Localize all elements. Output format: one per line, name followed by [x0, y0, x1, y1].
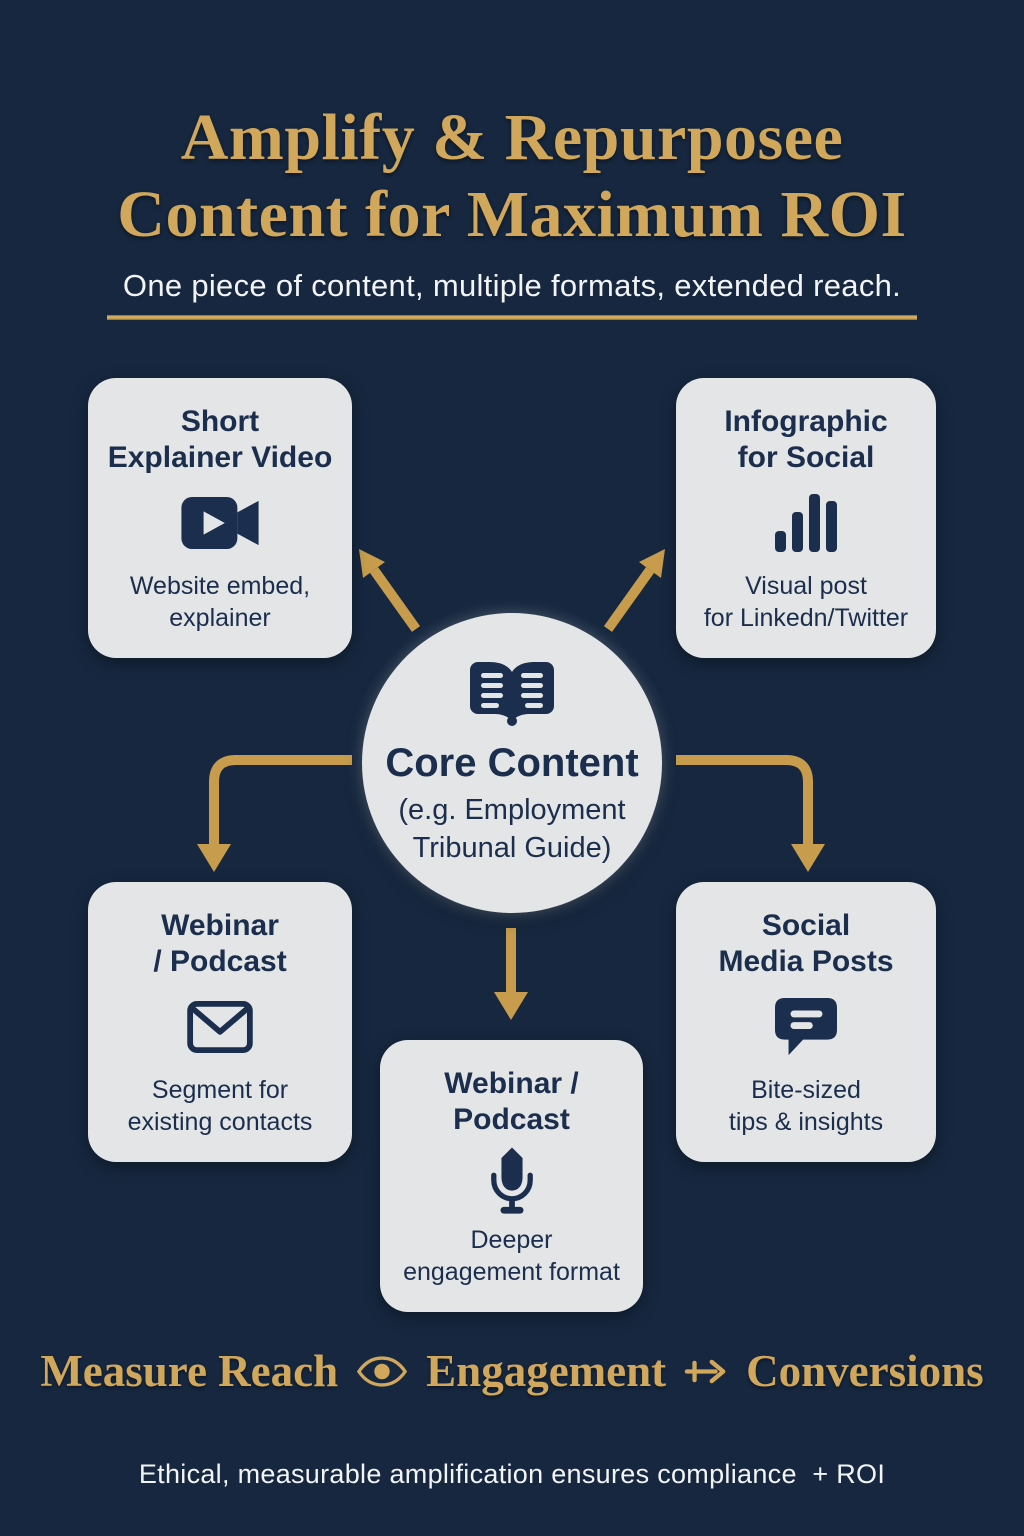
card-caption: Visual post for Linkedn/Twitter — [703, 572, 909, 632]
card-caption: Website embed, explainer — [129, 572, 311, 632]
page-subtitle: One piece of content, multiple formats, … — [122, 268, 902, 303]
metric-conversions: Conversions — [746, 1346, 984, 1396]
envelope-icon — [187, 1001, 253, 1053]
card-title: Infographic for Social — [724, 405, 888, 474]
card-title: Webinar / Podcast — [444, 1067, 579, 1136]
card-title: Social Media Posts — [718, 909, 894, 978]
bar-chart-icon — [775, 494, 837, 552]
card-caption: Bite-sized tips & insights — [728, 1076, 884, 1136]
hub-core-content: Core Content (e.g. Employment Tribunal G… — [362, 613, 662, 913]
hub-title: Core Content — [385, 740, 639, 785]
card-caption: Deeper engagement format — [403, 1226, 620, 1286]
metric-engagement: Engagement — [426, 1346, 667, 1396]
arrow-to-social-posts — [676, 755, 813, 846]
card-social-media-posts: Social Media Posts Bite-sized tips & ins… — [676, 882, 936, 1162]
video-camera-icon — [181, 496, 259, 550]
card-caption: Segment for existing contacts — [127, 1076, 313, 1136]
metric-measure-reach: Measure Reach — [40, 1346, 339, 1396]
card-title: Webinar / Podcast — [153, 909, 287, 978]
card-short-explainer-video: Short Explainer Video Website embed, exp… — [88, 378, 352, 658]
card-title: Short Explainer Video — [107, 405, 333, 474]
footer-note: Ethical, measurable amplification ensure… — [138, 1459, 886, 1489]
divider-rule — [107, 315, 917, 320]
card-infographic-for-social: Infographic for Social Visual post for L… — [676, 378, 936, 658]
card-webinar-podcast-bottom: Webinar / Podcast Deeper engagement form… — [380, 1040, 643, 1312]
microphone-icon — [490, 1147, 533, 1214]
metrics-row: Measure Reach Engagement Conversions — [0, 1345, 1024, 1397]
arrow-to-explainer-video — [369, 567, 421, 632]
speech-bubble-icon — [775, 997, 837, 1056]
arrow-to-infographic — [603, 567, 655, 632]
arrow-to-webinar-left — [209, 755, 352, 846]
eye-icon — [357, 1355, 408, 1387]
page-title: Amplify & Repurposee Content for Maximum… — [117, 101, 907, 251]
tailed-arrow-icon — [684, 1359, 726, 1383]
hub-subtitle: (e.g. Employment Tribunal Guide) — [398, 793, 626, 864]
card-webinar-podcast-left: Webinar / Podcast Segment for existing c… — [88, 882, 352, 1162]
open-book-icon — [470, 661, 554, 726]
